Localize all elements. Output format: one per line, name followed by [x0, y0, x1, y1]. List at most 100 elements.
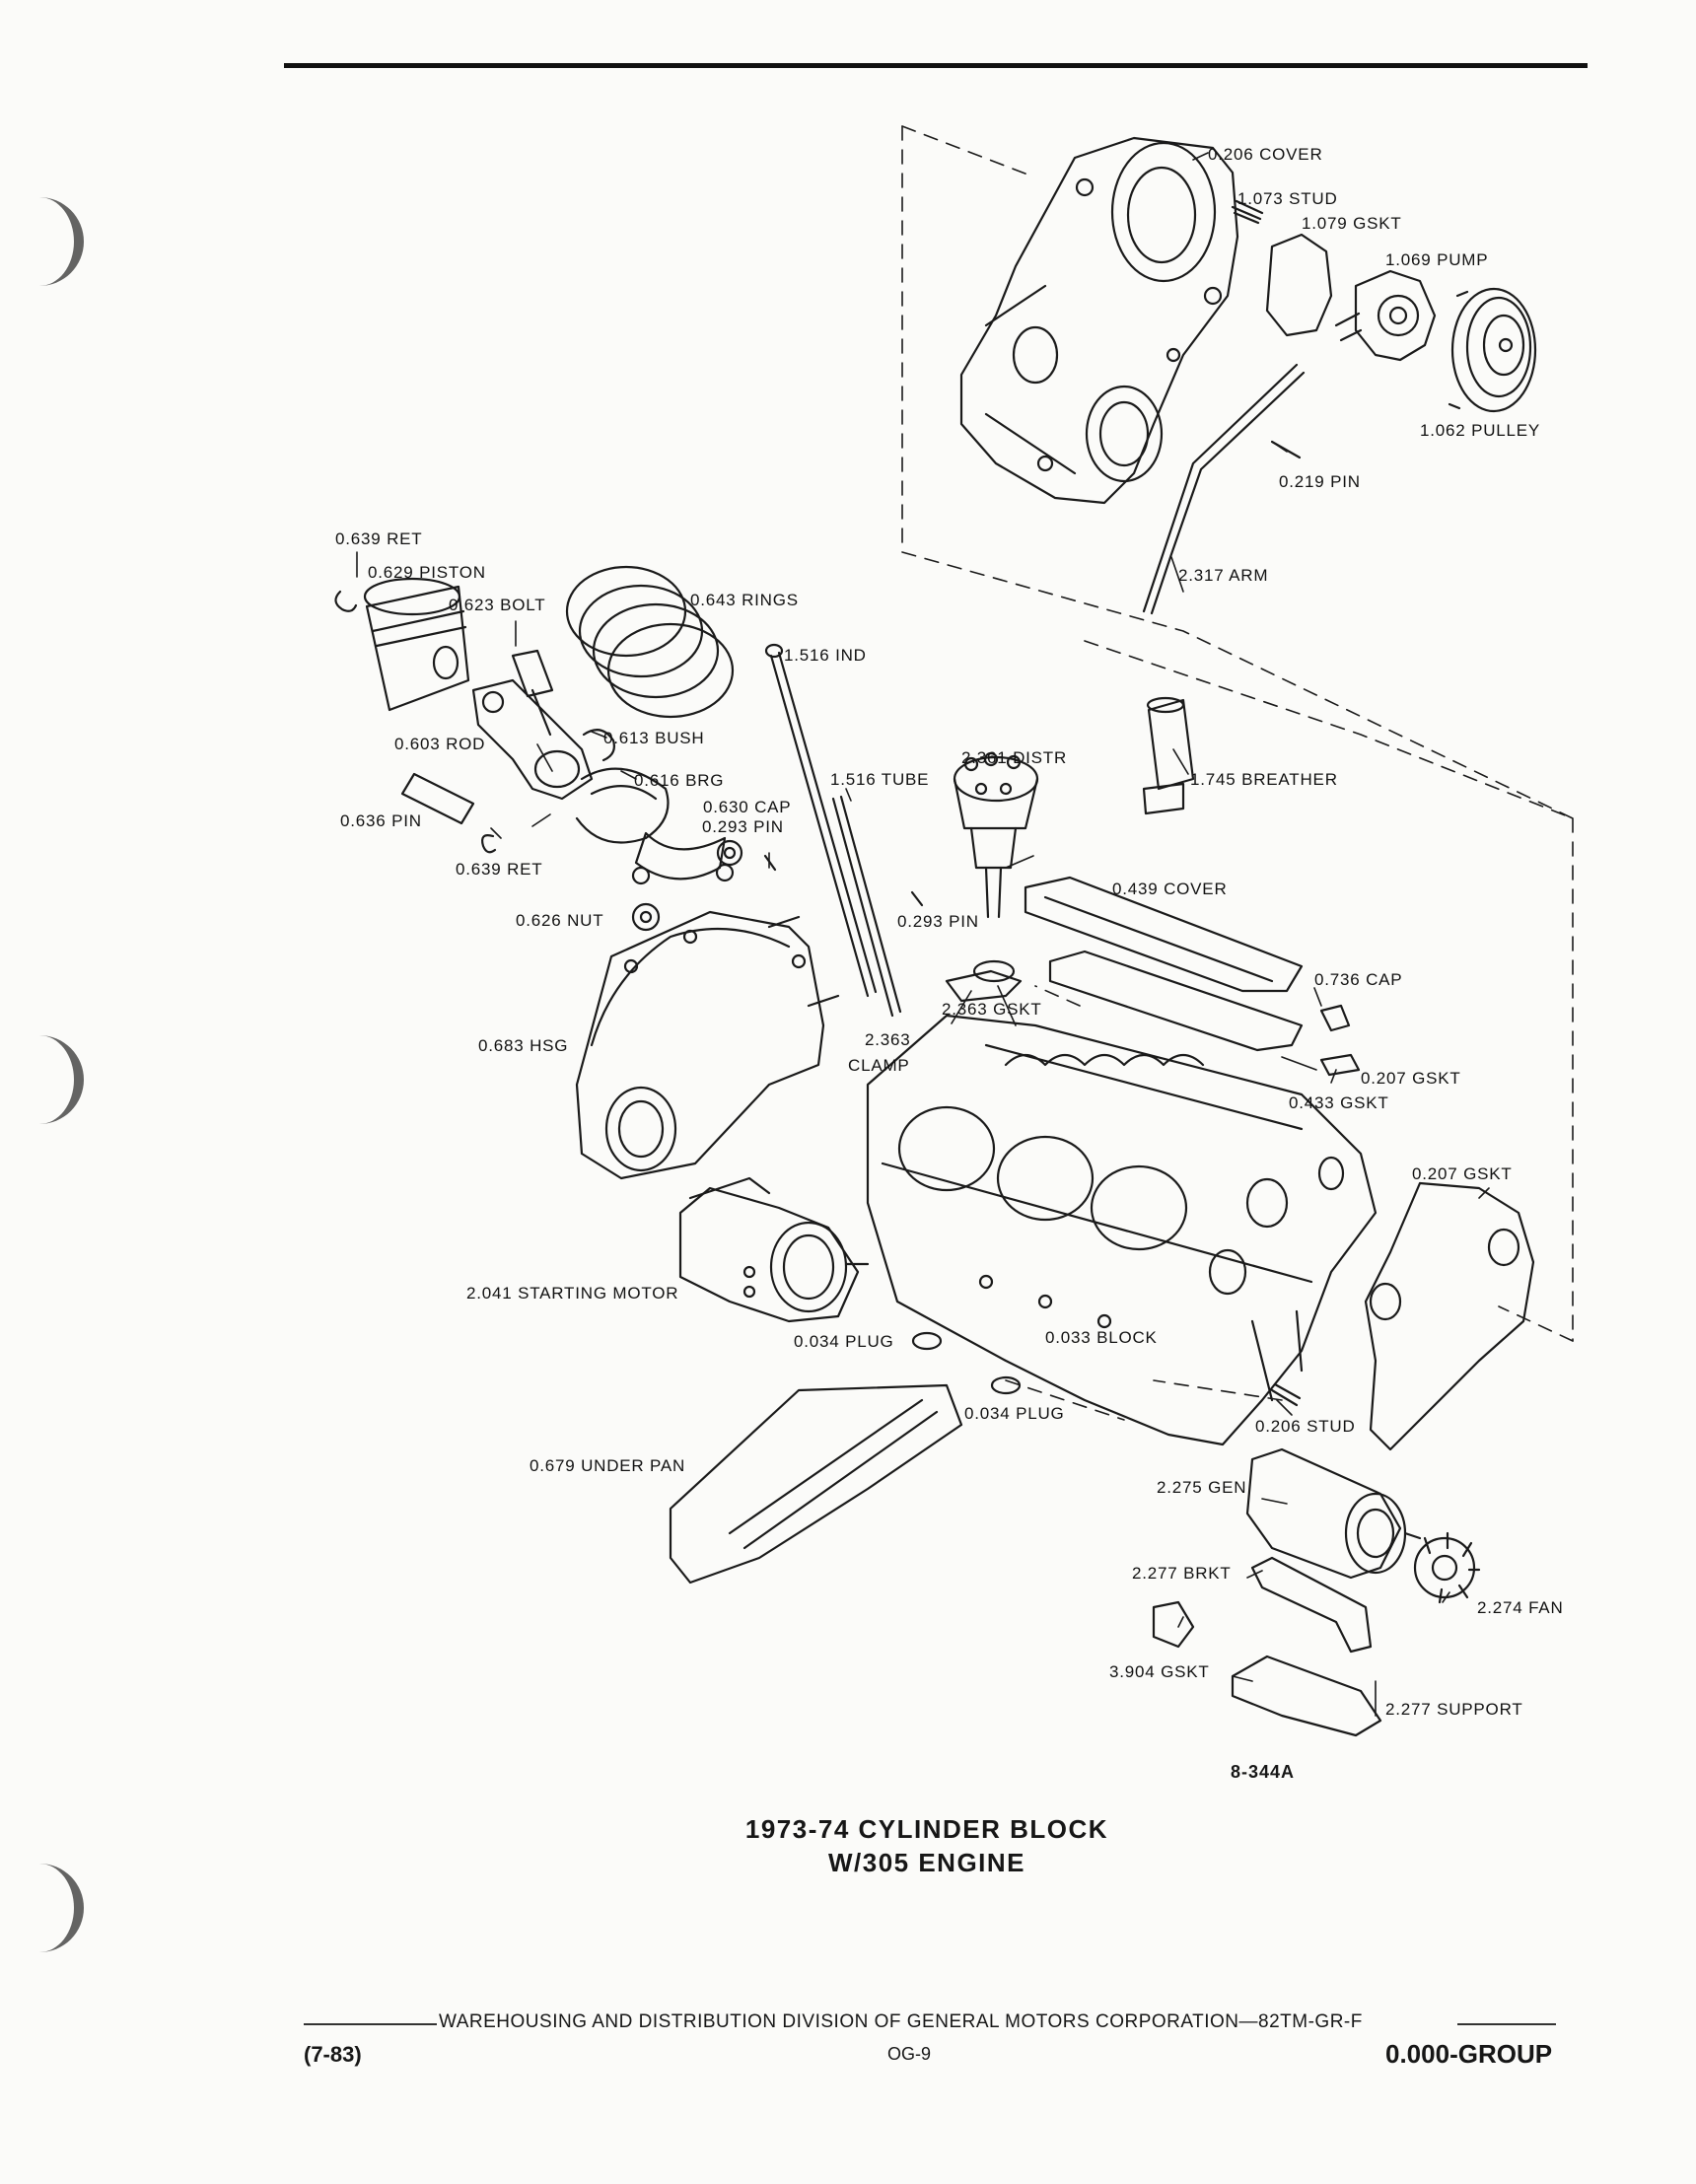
label-0643-rings: 0.643 RINGS [690, 591, 799, 609]
distributor-part [953, 751, 1039, 919]
footer-division-text: WAREHOUSING AND DISTRIBUTION DIVISION OF… [439, 2011, 1363, 2032]
front-plate-gasket-part [1364, 1181, 1535, 1451]
header-rule [284, 63, 1588, 68]
adjusting-arm-part [1142, 363, 1306, 615]
label-0207-gskt-a: 0.207 GSKT [1361, 1069, 1461, 1088]
binder-hole-middle [15, 1035, 84, 1124]
label-0439-cover: 0.439 COVER [1112, 880, 1228, 898]
label-0683-hsg: 0.683 HSG [478, 1036, 569, 1055]
label-0616-brg: 0.616 BRG [634, 771, 725, 790]
footer-rule-left [304, 2023, 437, 2025]
label-0736-cap: 0.736 CAP [1314, 970, 1403, 989]
label-2041-starting-motor: 2.041 STARTING MOTOR [466, 1284, 679, 1303]
rings-part [565, 565, 735, 719]
pin-part [763, 854, 777, 872]
label-0639-ret-bottom: 0.639 RET [456, 860, 543, 879]
label-0293-pin-a: 0.293 PIN [702, 817, 784, 836]
rod-cap-part [631, 831, 735, 885]
label-0033-block: 0.033 BLOCK [1045, 1328, 1158, 1347]
label-0603-rod: 0.603 ROD [394, 735, 486, 753]
label-0219-pin: 0.219 PIN [1279, 472, 1361, 491]
fan-part [1413, 1531, 1481, 1604]
starting-motor-part [678, 1176, 870, 1323]
label-0206-stud: 0.206 STUD [1255, 1417, 1356, 1436]
alignment-lines [901, 125, 1574, 1421]
label-0623-bolt: 0.623 BOLT [449, 596, 546, 614]
valve-cover-part [1024, 876, 1304, 993]
gasket-hole [1487, 1228, 1520, 1267]
bolt-part [511, 649, 554, 737]
water-pump-part [1334, 269, 1437, 362]
footer-page-number: OG-9 [887, 2044, 932, 2064]
dipstick-tube-part [831, 795, 902, 1018]
bearing-part [575, 767, 670, 844]
label-0636-pin: 0.636 PIN [340, 811, 422, 830]
label-2274-fan: 2.274 FAN [1477, 1598, 1564, 1617]
label-2277-brkt: 2.277 BRKT [1132, 1564, 1232, 1583]
pin-part [400, 772, 475, 825]
pulley-part [1448, 287, 1537, 413]
breather-part [1142, 696, 1195, 815]
piston-part [334, 577, 470, 712]
label-0433-gskt: 0.433 GSKT [1289, 1093, 1389, 1112]
label-1516-tube: 1.516 TUBE [830, 770, 930, 789]
label-0679-under-pan: 0.679 UNDER PAN [530, 1456, 686, 1475]
stud-part [1231, 199, 1264, 225]
distributor-gasket-part [972, 959, 1016, 983]
connecting-rod-part [471, 678, 594, 801]
freeze-plug-part [990, 1375, 1022, 1395]
label-0034-plug-a: 0.034 PLUG [794, 1332, 894, 1351]
label-0639-ret-top: 0.639 RET [335, 529, 423, 548]
label-0630-cap: 0.630 CAP [703, 798, 792, 816]
label-1073-stud: 1.073 STUD [1237, 189, 1338, 208]
small-gasket-part [1319, 1053, 1361, 1077]
flywheel-housing-part [575, 910, 840, 1180]
figure-number: 8-344A [1231, 1762, 1296, 1782]
oil-cap-part [1319, 1004, 1351, 1032]
bush-part [582, 729, 615, 762]
label-2361-distr: 2.361 DISTR [961, 748, 1068, 767]
valve-cover-gasket-part [1048, 950, 1304, 1052]
label-2363-gskt: 2.363 GSKT [942, 1000, 1042, 1019]
label-0206-cover: 0.206 COVER [1208, 145, 1323, 164]
label-2317-arm: 2.317 ARM [1178, 566, 1269, 585]
footer-rule-right [1457, 2023, 1556, 2025]
label-0613-bush: 0.613 BUSH [603, 729, 705, 747]
gasket-part [1152, 1600, 1195, 1649]
caption-subtitle: W/305 ENGINE [827, 1848, 1026, 1877]
gasket-hole [1369, 1282, 1402, 1321]
label-2275-gen: 2.275 GEN [1157, 1478, 1247, 1497]
footer-group: 0.000-GROUP [1385, 2039, 1553, 2069]
label-0207-gskt-b: 0.207 GSKT [1412, 1164, 1513, 1183]
label-1745-breather: 1.745 BREATHER [1190, 770, 1338, 789]
pump-gasket-part [1265, 233, 1333, 337]
label-0034-plug-b: 0.034 PLUG [964, 1404, 1065, 1423]
timing-cover-part [959, 136, 1239, 505]
label-1516-ind: 1.516 IND [784, 646, 867, 665]
pin-part [910, 890, 924, 907]
binder-hole-top [15, 197, 84, 286]
stud-part [1270, 1382, 1302, 1407]
clamp-part [945, 969, 1023, 1003]
freeze-plug-part [911, 1331, 943, 1351]
label-3904-gskt: 3.904 GSKT [1109, 1662, 1210, 1681]
label-0293-pin-b: 0.293 PIN [897, 912, 979, 931]
label-1062-pulley: 1.062 PULLEY [1420, 421, 1541, 440]
cylinder-block-part [866, 1014, 1378, 1446]
nut-part [631, 839, 743, 932]
caption-title: 1973-74 CYLINDER BLOCK [744, 1814, 1109, 1844]
binder-hole-bottom [15, 1864, 84, 1952]
label-0626-nut: 0.626 NUT [516, 911, 604, 930]
label-2363-clamp-num: 2.363 [865, 1030, 911, 1049]
dipstick-handle [764, 643, 784, 659]
dipstick-part [769, 651, 878, 998]
label-1079-gskt: 1.079 GSKT [1302, 214, 1402, 233]
under-pan-part [669, 1383, 963, 1585]
label-2277-support: 2.277 SUPPORT [1385, 1700, 1523, 1719]
generator-part [1245, 1447, 1422, 1580]
bracket-part [1250, 1556, 1373, 1654]
retainer-part [481, 834, 497, 854]
label-2363-clamp-word: CLAMP [848, 1056, 910, 1075]
label-0629-piston: 0.629 PISTON [368, 563, 486, 582]
